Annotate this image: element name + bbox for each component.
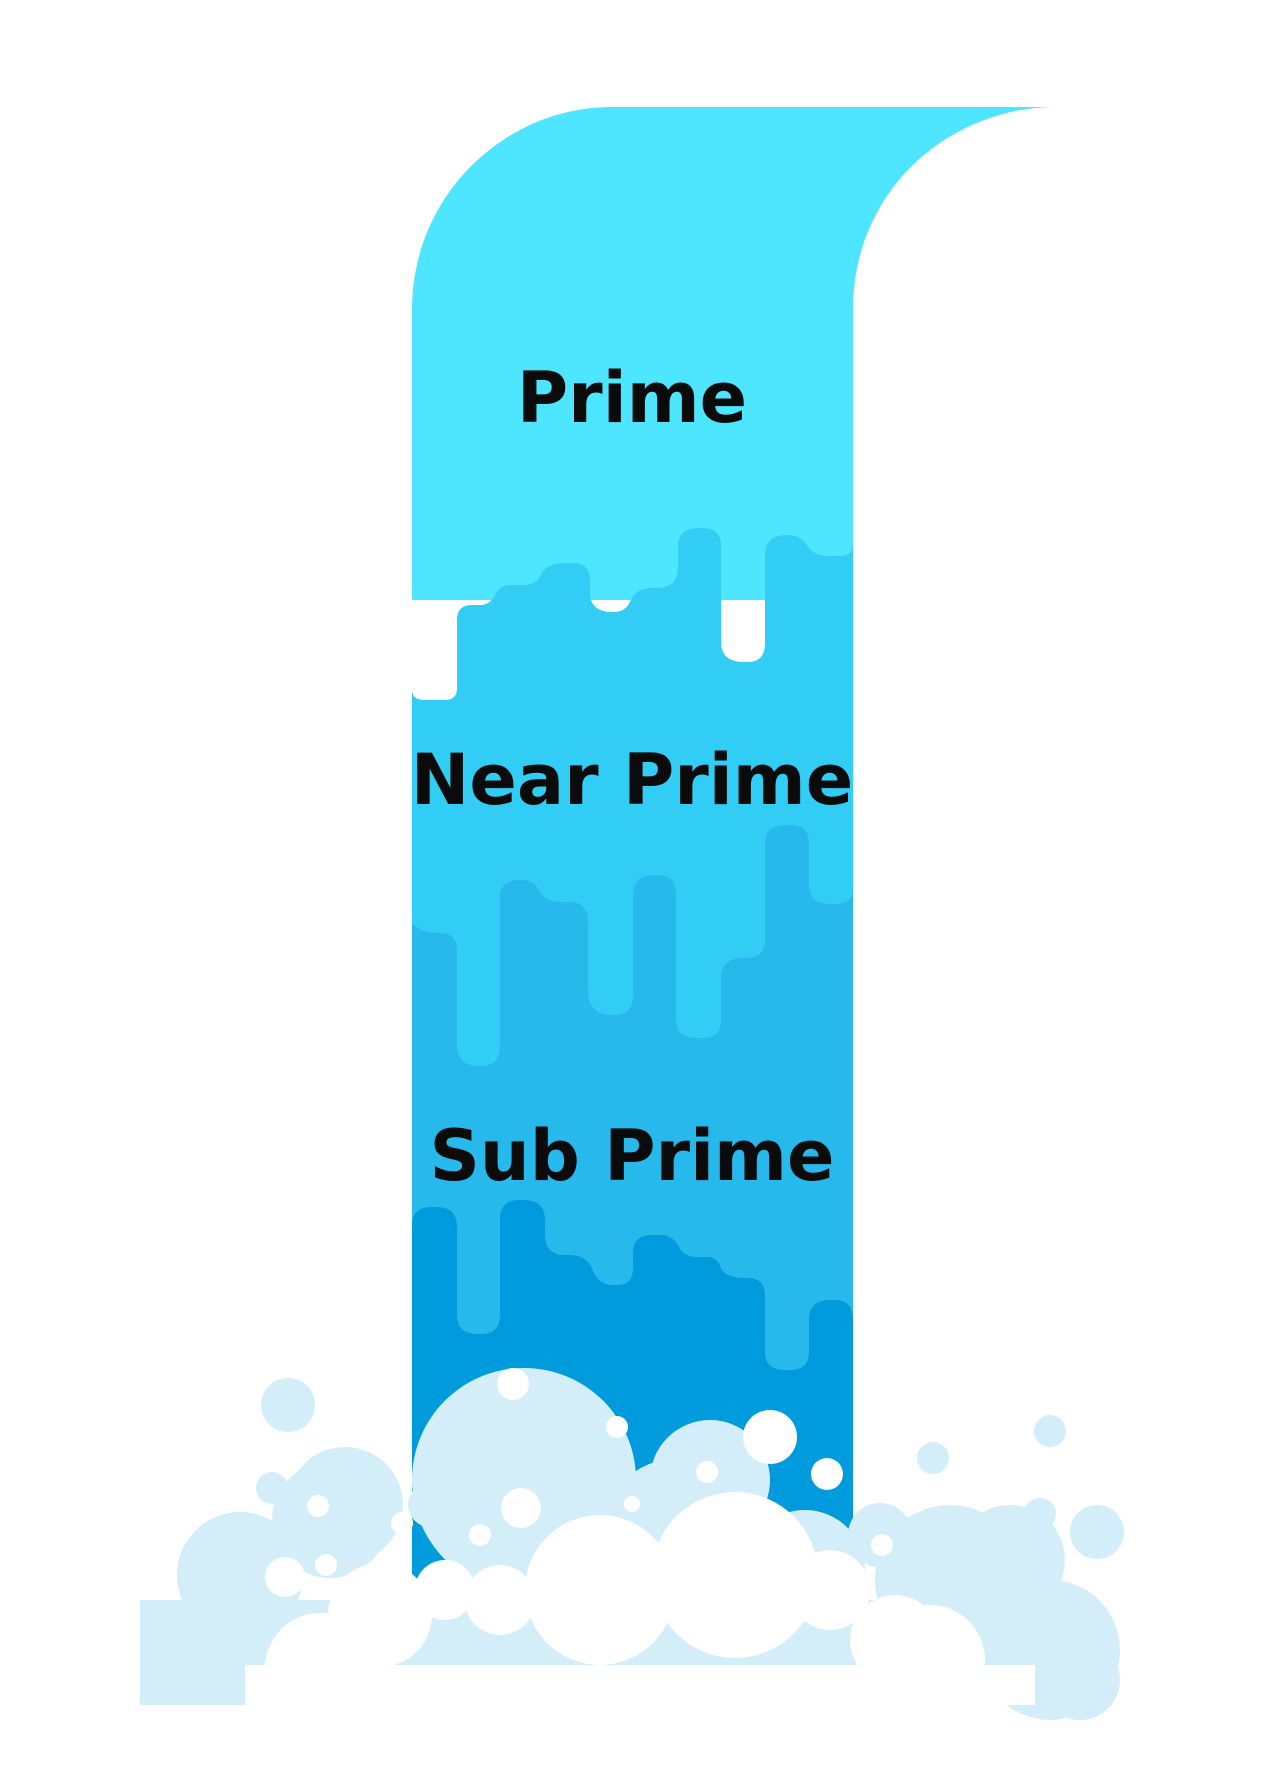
tier-label-near-prime: Near Prime [411, 739, 853, 821]
tier-label-prime: Prime [517, 357, 747, 439]
waterfall-crest [412, 107, 1055, 600]
tier-label-sub-prime: Sub Prime [430, 1115, 835, 1197]
bubbles-light [256, 1378, 1124, 1559]
foam-highlight [245, 1492, 1035, 1784]
bubbles-white [265, 1368, 893, 1597]
